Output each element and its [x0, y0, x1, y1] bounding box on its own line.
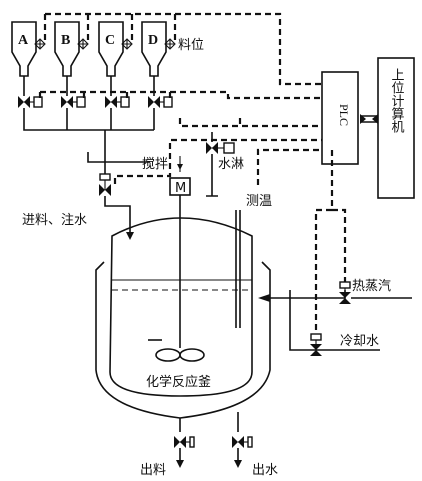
impeller	[148, 339, 205, 362]
hopper-c: C	[98, 21, 124, 77]
water-spray-label: 水淋	[218, 157, 244, 172]
temp-label: 测温	[246, 194, 272, 209]
discharge-label: 出料	[140, 463, 166, 478]
hopper-a: A	[11, 21, 37, 77]
feed-valve	[99, 173, 111, 196]
level-sensor-icons	[34, 38, 176, 50]
discharge-valve	[174, 436, 195, 448]
reactor-label: 化学反应釜	[146, 374, 211, 390]
control-signal-lines	[38, 12, 347, 340]
level-label: 料位	[178, 38, 204, 53]
steam-label: 热蒸汽	[352, 279, 391, 294]
host-computer-label: 上位计算机	[389, 68, 405, 134]
plc-box	[321, 71, 359, 165]
water-out-label: 出水	[252, 463, 278, 478]
hopper-d-label: D	[148, 33, 158, 48]
water-spray-valve	[206, 142, 235, 154]
host-computer-box	[377, 57, 415, 199]
hopper-a-label: A	[18, 33, 29, 48]
cooling-valve	[310, 333, 322, 356]
hopper-b-label: B	[61, 33, 70, 48]
hopper-c-label: C	[105, 33, 115, 48]
stirring-label: 搅拌	[142, 156, 168, 172]
steam-valve	[339, 281, 351, 304]
plc-host-link	[360, 114, 378, 124]
hopper-d: D	[141, 21, 167, 77]
hopper-valves	[18, 96, 173, 108]
hopper-b: B	[54, 21, 80, 77]
water-out-valve	[232, 436, 253, 448]
cooling-label: 冷却水	[340, 334, 379, 349]
plc-label: PLC	[337, 104, 351, 126]
motor-label: M	[175, 181, 186, 196]
feed-water-label: 进料、注水	[22, 213, 87, 228]
